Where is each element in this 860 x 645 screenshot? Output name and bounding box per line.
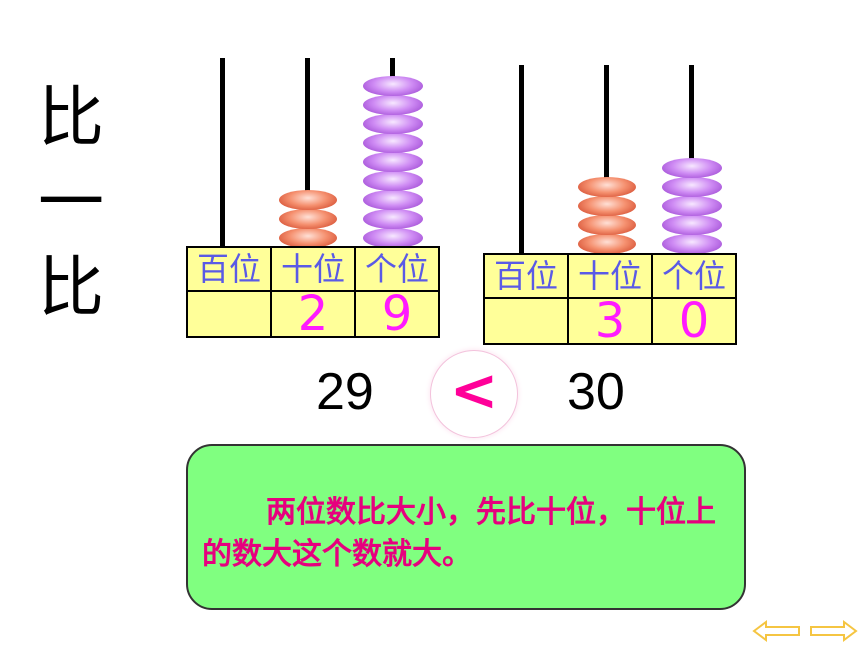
abacus-bead — [363, 114, 423, 134]
hundreds-header: 百位 — [483, 253, 569, 299]
abacus-bead — [578, 196, 636, 216]
arrow-right-icon[interactable] — [808, 620, 858, 642]
abacus-bead — [662, 215, 722, 235]
rule-box: 两位数比大小，先比十位，十位上的数大这个数就大。 — [186, 444, 746, 610]
abacus-bead — [363, 152, 423, 172]
tens-header: 十位 — [270, 246, 356, 292]
abacus-bead — [662, 177, 722, 197]
ones-digit: 9 — [354, 290, 440, 338]
tens-rod — [604, 65, 609, 255]
side-title-char-1: 比 — [38, 79, 104, 156]
arrow-left-icon[interactable] — [752, 620, 802, 642]
abacus-bead — [578, 177, 636, 197]
abacus-bead — [279, 228, 337, 248]
abacus-bead — [363, 228, 423, 248]
abacus-bead — [578, 215, 636, 235]
ones-header: 个位 — [651, 253, 737, 299]
tens-rod — [305, 58, 310, 248]
abacus-bead — [662, 196, 722, 216]
abacus-bead — [363, 76, 423, 96]
hundreds-rod — [519, 65, 524, 255]
rule-text: 两位数比大小，先比十位，十位上的数大这个数就大。 — [202, 495, 716, 572]
ones-digit: 0 — [651, 297, 737, 345]
abacus-bead — [662, 234, 722, 254]
right-place-value-table: 百位 十位 个位 3 0 — [483, 253, 737, 345]
left-number: 29 — [316, 363, 374, 421]
tens-digit: 3 — [567, 297, 653, 345]
tens-digit: 2 — [270, 290, 356, 338]
abacus-bead — [363, 133, 423, 153]
right-number: 30 — [567, 363, 625, 421]
side-title-char-2: 一 — [38, 164, 104, 241]
hundreds-rod — [220, 58, 225, 248]
left-place-value-table: 百位 十位 个位 2 9 — [186, 246, 440, 338]
tens-header: 十位 — [567, 253, 653, 299]
abacus-bead — [279, 190, 337, 210]
abacus-bead — [363, 95, 423, 115]
abacus-bead — [363, 209, 423, 229]
abacus-bead — [363, 190, 423, 210]
less-than-symbol: < — [430, 350, 518, 438]
hundreds-digit — [186, 290, 272, 338]
abacus-bead — [279, 209, 337, 229]
ones-header: 个位 — [354, 246, 440, 292]
side-title-char-3: 比 — [38, 249, 104, 326]
abacus-bead — [662, 158, 722, 178]
abacus-bead — [578, 234, 636, 254]
abacus-bead — [363, 171, 423, 191]
hundreds-digit — [483, 297, 569, 345]
hundreds-header: 百位 — [186, 246, 272, 292]
